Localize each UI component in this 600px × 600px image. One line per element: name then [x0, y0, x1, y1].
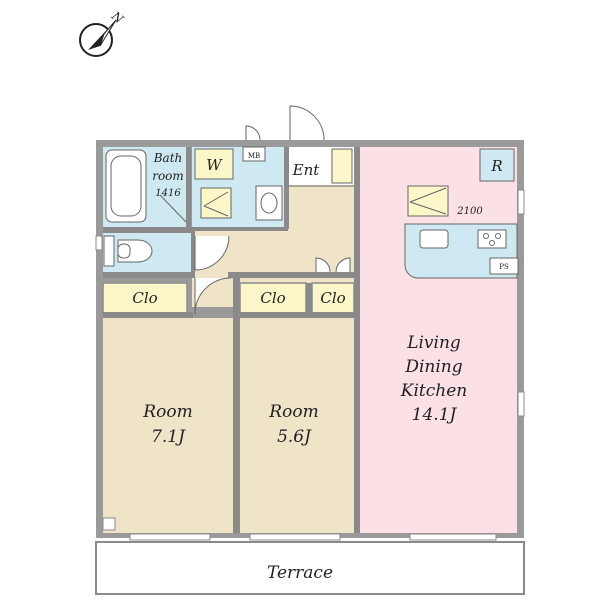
bathtub	[105, 149, 147, 223]
room-west-name: Room	[142, 402, 192, 422]
kitchen-size-label: 2100	[456, 206, 483, 217]
room-west-size: 7.1J	[151, 427, 186, 447]
entrance-label: Ent	[292, 161, 321, 179]
pipe-space-label: PS	[499, 263, 509, 271]
terrace	[95, 541, 525, 595]
closet-center-label: Clo	[260, 289, 285, 307]
compass-needle-south	[99, 19, 117, 47]
stove-burner-3	[489, 240, 495, 246]
refrigerator	[479, 148, 515, 182]
stove-burner-1	[483, 233, 489, 239]
meter-box	[242, 146, 266, 162]
toilet	[103, 235, 153, 267]
compass-north-label: N	[108, 8, 126, 26]
room-center-size: 5.6J	[277, 427, 312, 447]
washer-unit-mark	[203, 191, 229, 217]
terrace-label: Terrace	[267, 563, 333, 583]
bathroom-size: 1416	[155, 188, 181, 199]
wash-basin-bowl	[260, 192, 278, 214]
compass: N	[79, 8, 126, 57]
bathroom-label-line1: Bath	[153, 151, 183, 165]
washer-space	[194, 148, 234, 180]
bathroom-shower-line	[159, 194, 187, 223]
closet-west	[102, 282, 188, 314]
refrigerator-label: R	[490, 157, 502, 175]
ldk-label-line1: Living	[406, 333, 461, 353]
ldk-label-line2: Dining	[404, 357, 462, 377]
kitchen-sink	[419, 229, 449, 249]
kitchen-stove	[477, 229, 507, 249]
fridge-space	[407, 185, 449, 217]
ldk-size: 14.1J	[412, 405, 458, 425]
shoe-cabinet	[331, 148, 353, 184]
meter-box-label: MB	[248, 152, 260, 160]
ldk-label-line3: Kitchen	[400, 381, 467, 401]
interior-walls	[103, 147, 360, 533]
fridge-space-mark	[409, 187, 447, 215]
stove-burner-2	[495, 233, 501, 239]
compass-circle	[79, 23, 113, 57]
room-center-name: Room	[268, 402, 318, 422]
pipe-space	[489, 257, 519, 275]
closet-west-label: Clo	[132, 289, 157, 307]
doors	[194, 105, 351, 315]
closet-hall-label: Clo	[320, 289, 345, 307]
west-room-floor	[103, 318, 233, 533]
windows	[95, 189, 525, 541]
center-room-floor	[240, 318, 354, 533]
washer-label: W	[206, 156, 223, 174]
bathroom-label-line2: room	[152, 169, 184, 183]
